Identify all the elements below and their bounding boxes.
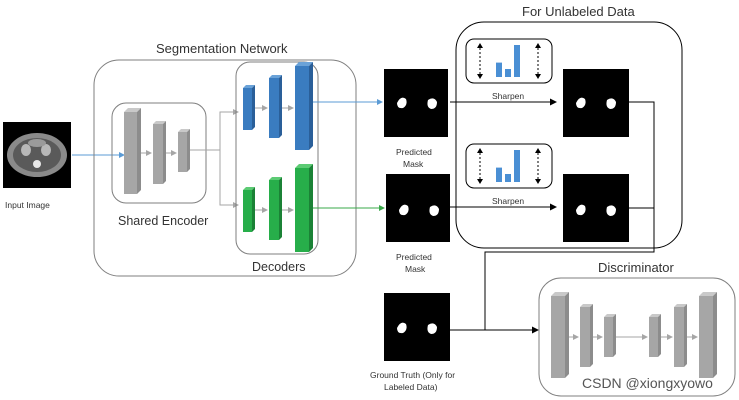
- encoder-block-3: [178, 129, 190, 172]
- discriminator-block-4: [649, 314, 661, 357]
- blue-decoder-block-3: [295, 62, 313, 150]
- sharpen-bar-2-3: [514, 150, 520, 182]
- predicted-mask-2-line2: Mask: [405, 264, 426, 274]
- sharpen-bar-1-2: [505, 69, 511, 77]
- ground-truth-line2: Labeled Data): [384, 382, 438, 392]
- sharpened-mask-2: [563, 174, 629, 242]
- predicted-mask-2: [386, 174, 450, 242]
- watermark-text: CSDN @xiongxyowo: [582, 375, 713, 391]
- discriminator-box: [538, 277, 736, 397]
- sharpened-mask-1: [563, 69, 629, 137]
- discriminator-title: Discriminator: [598, 260, 675, 275]
- sharpen-label-2: Sharpen: [492, 196, 524, 206]
- encoder-block-1: [124, 108, 141, 194]
- blue-decoder-block-2: [269, 75, 282, 138]
- blue-decoder-block-1: [243, 85, 255, 130]
- discriminator-block-6: [699, 292, 717, 378]
- segmentation-network-title: Segmentation Network: [156, 41, 288, 56]
- discriminator-block-1: [551, 292, 569, 378]
- segmentation-network-box: [93, 59, 357, 277]
- decoders-box: [235, 61, 319, 255]
- predicted-mask-1: [384, 69, 448, 137]
- decoders-label: Decoders: [252, 260, 306, 274]
- sharpen-bar-1-3: [514, 45, 520, 77]
- sharpen-label-1: Sharpen: [492, 91, 524, 101]
- ground-truth-mask: [384, 293, 450, 361]
- shared-encoder-label: Shared Encoder: [118, 214, 208, 228]
- sharpen-bar-2-1: [496, 167, 502, 182]
- input-image: [3, 122, 71, 188]
- discriminator-block-2: [580, 304, 593, 367]
- sharpen-bar-2-2: [505, 174, 511, 182]
- discriminator-block-3: [604, 314, 616, 357]
- sharpen-bar-1-1: [496, 62, 502, 77]
- green-decoder-block-1: [243, 187, 255, 232]
- unlabeled-data-title: For Unlabeled Data: [522, 4, 635, 19]
- encoder-block-2: [153, 121, 166, 184]
- predicted-mask-2-line1: Predicted: [396, 252, 432, 262]
- unlabeled-data-box: [455, 21, 683, 249]
- green-decoder-block-3: [295, 164, 313, 252]
- input-image-label: Input Image: [5, 200, 50, 210]
- sharpen-icon-1: [465, 38, 553, 84]
- discriminator-block-5: [674, 304, 687, 367]
- shared-encoder-box: [111, 102, 207, 204]
- ground-truth-line1: Ground Truth (Only for: [370, 370, 455, 380]
- green-decoder-block-2: [269, 177, 282, 240]
- sharpen-icon-2: [465, 143, 553, 189]
- predicted-mask-1-line1: Predicted: [396, 147, 432, 157]
- predicted-mask-1-line2: Mask: [403, 159, 424, 169]
